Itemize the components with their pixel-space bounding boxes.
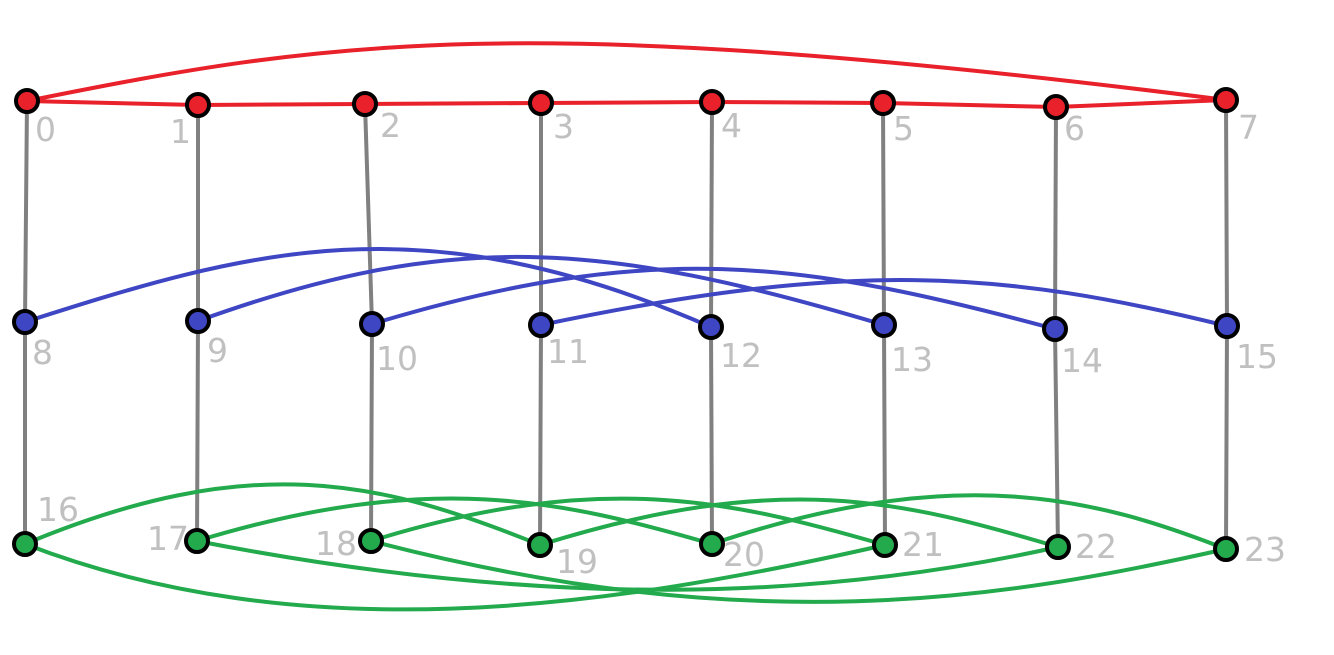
node-label-22: 22 (1075, 527, 1117, 566)
edge-11-15 (539, 278, 1229, 328)
node-label-5: 5 (893, 109, 914, 148)
node-label-21: 21 (902, 525, 944, 564)
node-21 (872, 532, 898, 558)
node-label-11: 11 (547, 332, 589, 371)
node-label-1: 1 (170, 112, 191, 151)
node-16 (12, 531, 38, 557)
edge-6-7 (1054, 98, 1228, 109)
edge-10-14 (370, 266, 1057, 331)
node-label-7: 7 (1238, 108, 1259, 147)
node-label-0: 0 (35, 110, 56, 149)
node-0 (14, 88, 40, 114)
edge-0-7 (25, 41, 1228, 103)
node-23 (1213, 536, 1239, 562)
edge-3-4 (539, 100, 714, 105)
edge-16-21 (23, 542, 887, 612)
node-label-3: 3 (553, 107, 574, 146)
node-2 (352, 91, 378, 117)
node-label-13: 13 (891, 340, 933, 379)
edge-19-22 (538, 497, 1060, 549)
edge-8-12 (23, 247, 713, 329)
node-5 (870, 90, 896, 116)
edge-17-20 (195, 496, 714, 546)
edge-11-19 (538, 323, 543, 547)
node-label-2: 2 (380, 106, 401, 145)
node-7 (1213, 87, 1239, 113)
edge-9-17 (195, 319, 200, 543)
edge-14-22 (1053, 327, 1060, 549)
node-6 (1043, 94, 1069, 120)
node-label-14: 14 (1061, 341, 1103, 380)
edge-18-23 (369, 539, 1228, 604)
edge-7-15 (1224, 98, 1229, 328)
node-label-23: 23 (1244, 530, 1286, 569)
edge-20-23 (710, 493, 1228, 551)
edge-2-10 (363, 102, 374, 326)
node-label-9: 9 (207, 331, 228, 370)
node-1 (185, 92, 211, 118)
node-label-10: 10 (376, 339, 418, 378)
edge-5-13 (881, 101, 886, 327)
edge-9-13 (196, 254, 886, 327)
node-label-6: 6 (1064, 109, 1085, 148)
node-17 (184, 528, 210, 554)
node-12 (698, 314, 724, 340)
edge-16-19 (23, 482, 542, 547)
node-label-4: 4 (721, 106, 742, 145)
node-label-18: 18 (315, 524, 357, 563)
node-8 (12, 309, 38, 335)
edge-17-22 (195, 539, 1060, 592)
edge-13-21 (882, 323, 887, 547)
node-3 (528, 90, 554, 116)
edge-4-12 (709, 100, 714, 329)
edge-2-3 (363, 101, 543, 106)
edge-4-5 (710, 100, 885, 105)
node-label-16: 16 (37, 490, 79, 529)
edge-10-18 (369, 322, 374, 543)
node-label-8: 8 (32, 333, 53, 372)
edge-6-14 (1053, 105, 1058, 331)
node-10 (359, 311, 385, 337)
node-14 (1042, 316, 1068, 342)
node-22 (1045, 534, 1071, 560)
edge-18-21 (369, 496, 887, 547)
edge-12-20 (709, 325, 714, 546)
node-18 (358, 528, 384, 554)
nodes-layer (12, 87, 1240, 562)
node-13 (871, 312, 897, 338)
node-9 (185, 308, 211, 334)
node-15 (1214, 313, 1240, 339)
node-label-20: 20 (723, 535, 765, 574)
edge-0-8 (23, 99, 29, 324)
edges-layer (23, 41, 1229, 612)
node-label-15: 15 (1236, 337, 1278, 376)
edge-1-2 (196, 102, 367, 107)
node-11 (528, 312, 554, 338)
edge-15-23 (1224, 324, 1229, 551)
node-label-19: 19 (556, 542, 598, 581)
edge-5-6 (881, 101, 1058, 109)
node-label-17: 17 (147, 519, 189, 558)
edge-0-1 (25, 99, 200, 107)
node-19 (527, 532, 553, 558)
node-4 (699, 89, 725, 115)
node-label-12: 12 (720, 336, 762, 375)
node-20 (699, 531, 725, 557)
